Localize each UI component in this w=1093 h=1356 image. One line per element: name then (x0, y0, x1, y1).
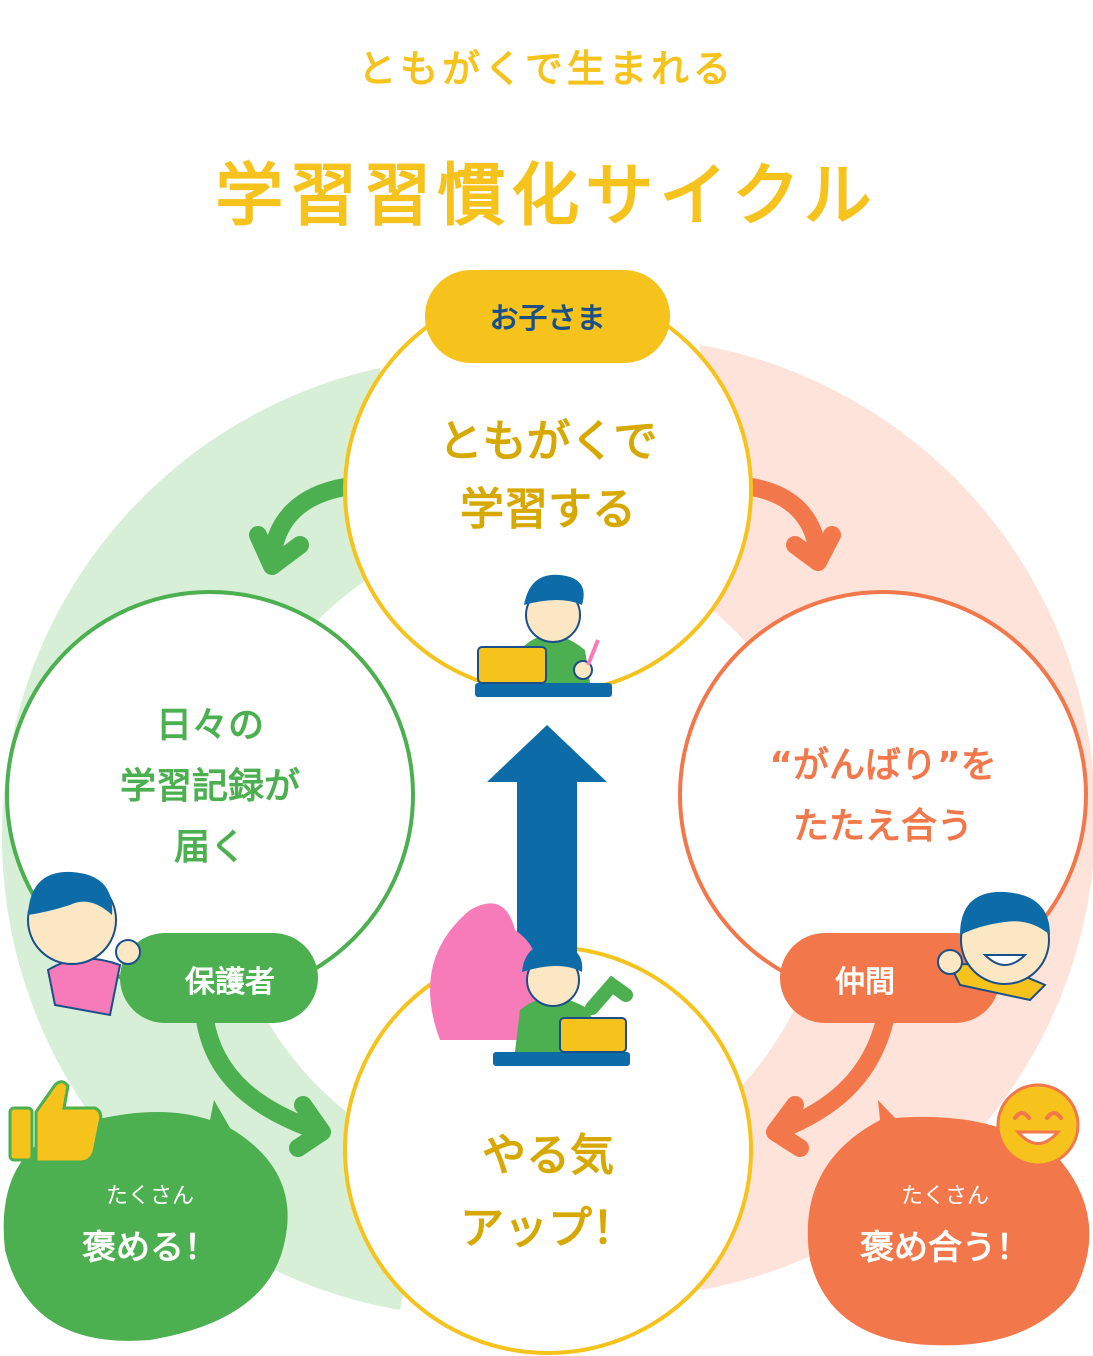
arrow-top-right (743, 478, 827, 564)
bottom-node-line2: アップ！ (460, 1202, 636, 1254)
bottom-node-line1: やる気 (482, 1130, 614, 1181)
right-node-line1: “がんばり”を (769, 745, 997, 786)
top-node-line2: 学習する (460, 484, 636, 536)
right-node-line2: たたえ合う (792, 806, 973, 848)
bubble-right-big: 褒め合う！ (860, 1228, 1030, 1268)
arrow-bottom-left (196, 1011, 324, 1139)
left-node-line3: 届く (173, 827, 246, 869)
arrow-bottom-right (771, 1011, 894, 1139)
badge-left (120, 933, 318, 1023)
friend-illustration (937, 891, 1050, 1002)
badge-parent: 保護者 (185, 965, 275, 1000)
parent-illustration (27, 871, 141, 1017)
bubble-left-text: たくさん 褒める！ (35, 1178, 265, 1269)
top-node-line1: ともがくで (438, 416, 658, 467)
arrow-up-icon (487, 725, 607, 960)
bubble-right-text: たくさん 褒め合う！ (825, 1178, 1065, 1269)
child-studying-illustration (475, 574, 612, 697)
title-sub: ともがくで生まれる (358, 47, 735, 91)
bubble-left-big: 褒める！ (82, 1228, 218, 1268)
thumbs-up-icon (8, 1080, 103, 1164)
badge-top (425, 270, 670, 363)
arrow-top-left (263, 478, 354, 569)
right-node-text: “がんばり”を たたえ合う (733, 735, 1033, 857)
bottom-node-text: やる気 アップ！ (398, 1120, 698, 1265)
left-node-line1: 日々の (155, 705, 264, 746)
badge-child: お子さま (489, 301, 606, 335)
motivated-child-illustration (430, 903, 633, 1066)
left-node-line2: 学習記録が (119, 766, 300, 808)
title-main: 学習習慣化サイクル (215, 157, 878, 236)
badge-friends: 仲間 (835, 965, 895, 1000)
left-node-text: 日々の 学習記録が 届く (60, 695, 360, 879)
top-node-text: ともがくで 学習する (398, 408, 698, 544)
smile-emoji-icon (996, 1083, 1080, 1167)
bubble-right-small: たくさん (900, 1184, 989, 1209)
bubble-left-small: たくさん (105, 1184, 194, 1209)
